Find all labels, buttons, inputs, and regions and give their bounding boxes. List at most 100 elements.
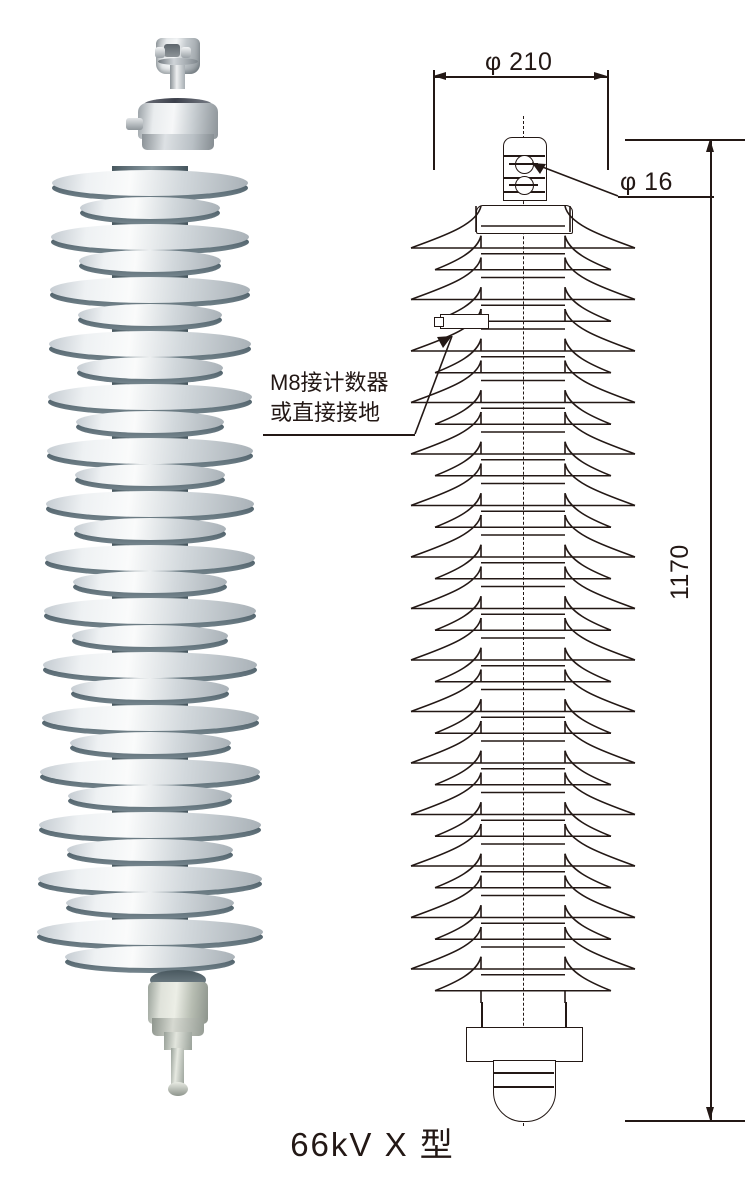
shed-profile <box>434 544 482 580</box>
clamp-slot <box>164 44 180 57</box>
base-body-right <box>565 1002 567 1047</box>
shed-profile <box>564 360 636 404</box>
base-stud-tip <box>168 1082 188 1096</box>
shed-profile <box>564 308 636 352</box>
shed-profile <box>564 389 612 425</box>
base-body-left <box>481 1002 483 1047</box>
shed-profile <box>434 750 482 786</box>
m8-annotation-line1: M8接计数器 <box>270 370 389 395</box>
shed-profile <box>564 669 636 713</box>
photo-shed-small <box>77 303 223 326</box>
shed-profile <box>434 801 482 837</box>
dim-line-width <box>433 76 607 78</box>
base-stud-outline <box>493 1060 556 1122</box>
photo-shed-small <box>70 678 230 701</box>
cap-lip <box>142 134 214 150</box>
photo-shed-small <box>71 624 229 647</box>
center-axis-line <box>523 116 524 1126</box>
shed-profile <box>564 926 636 970</box>
shed-profile <box>564 801 612 837</box>
photo-shed-small <box>76 357 224 380</box>
height-ext-top <box>625 139 745 141</box>
shed-profile <box>564 463 636 507</box>
height-ext-bottom <box>625 1120 745 1122</box>
cap-body <box>138 103 218 139</box>
photo-shed-large <box>42 651 258 678</box>
photo-shed-large <box>47 384 253 410</box>
shed-profile <box>410 617 482 661</box>
photo-shed-large <box>40 758 260 785</box>
shed-profile <box>434 235 482 271</box>
photo-shed-large <box>50 223 250 250</box>
shed-profile <box>410 566 482 610</box>
shed-profile <box>564 853 612 889</box>
shed-profile <box>434 389 482 425</box>
shed-profile <box>410 463 482 507</box>
photo-shed-large <box>41 705 259 731</box>
shed-profile <box>434 904 482 940</box>
clamp-nut-left <box>155 47 165 58</box>
shed-profile <box>434 595 482 631</box>
shed-profile <box>564 235 612 271</box>
dim-arrow-right <box>594 72 607 80</box>
photo-shed-small <box>80 196 220 219</box>
dim-extension-right <box>607 70 609 170</box>
drawing-shed-stack <box>410 205 636 1003</box>
shed-profile <box>410 875 482 919</box>
photo-shed-small <box>75 410 225 433</box>
m8-terminal-stub <box>434 317 444 327</box>
photo-shed-small <box>68 785 232 808</box>
shed-profile <box>564 544 612 580</box>
shed-profile <box>564 772 636 816</box>
photo-shed-small <box>78 250 222 273</box>
clamp-nut-right <box>181 47 191 58</box>
cap-side-bolt <box>126 118 143 130</box>
dim-label-width: φ 210 <box>485 48 553 76</box>
clamp-stem <box>170 65 185 89</box>
shed-profile <box>410 823 482 867</box>
shed-profile <box>564 904 612 940</box>
photo-shed-small <box>69 731 231 754</box>
shed-profile <box>410 720 482 764</box>
photo-shed-large <box>43 598 257 624</box>
shed-profile <box>564 566 636 610</box>
shed-profile <box>434 647 482 683</box>
shed-profile <box>410 411 482 455</box>
shed-profile <box>564 595 612 631</box>
shed-profile <box>564 514 636 558</box>
shed-profile <box>410 669 482 713</box>
shed-profile <box>434 338 482 374</box>
shed-profile <box>564 750 612 786</box>
photo-shed-large <box>45 491 255 517</box>
shed-profile <box>410 926 482 970</box>
shed-profile <box>564 338 612 374</box>
shed-profile <box>564 617 636 661</box>
shed-profile <box>434 698 482 734</box>
shed-profile <box>564 441 612 477</box>
shed-profile <box>564 823 636 867</box>
shed-profile <box>564 956 612 992</box>
dim-label-hole: φ 16 <box>620 168 673 196</box>
photo-top-clamp <box>148 38 208 100</box>
shed-profile <box>410 257 482 301</box>
arrester-photograph <box>20 20 280 1110</box>
photo-shed-large <box>39 812 261 838</box>
shed-profile <box>564 647 612 683</box>
shed-profile <box>434 441 482 477</box>
technical-drawing: φ 210 φ 16 <box>300 0 745 1189</box>
hole-centermark-lower <box>509 184 538 186</box>
figure-caption: 66kV X 型 <box>290 1126 455 1163</box>
clamp-ring <box>158 58 198 65</box>
shed-profile <box>564 492 612 528</box>
photo-shed-small <box>67 838 233 861</box>
shed-profile <box>564 411 636 455</box>
base-flange-lower <box>152 1018 204 1036</box>
photo-shed-small <box>66 892 234 915</box>
photo-shed-small <box>74 464 226 487</box>
photo-shed-large <box>44 544 256 571</box>
shed-profile <box>564 286 612 322</box>
shed-profile <box>410 205 482 249</box>
base-stud-div-2 <box>493 1086 554 1088</box>
shed-profile <box>410 360 482 404</box>
